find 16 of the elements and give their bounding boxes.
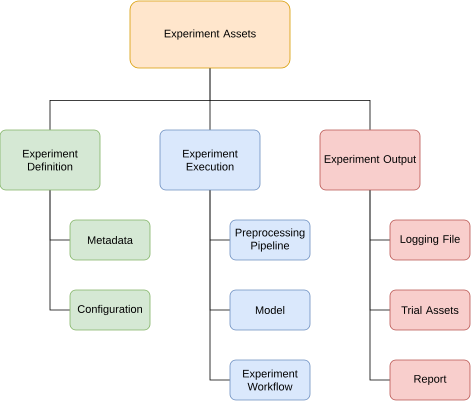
process-box: Experiment Workflow [230,360,310,400]
title-box: Experiment Assets [130,0,290,68]
connector [370,190,390,380]
connector [210,190,230,380]
connector [210,68,370,130]
process-box: Logging File [390,220,470,260]
process-box: Experiment Output [320,130,420,190]
process-box: Configuration [70,290,150,330]
process-box: Preprocessing Pipeline [230,220,310,260]
process-box: Experiment Execution [160,130,260,190]
connector [50,190,70,310]
process-box: Experiment Definition [0,130,100,190]
process-box: Trial Assets [390,290,470,330]
process-box: Report [390,360,470,400]
process-box: Model [230,290,310,330]
process-box: Metadata [70,220,150,260]
